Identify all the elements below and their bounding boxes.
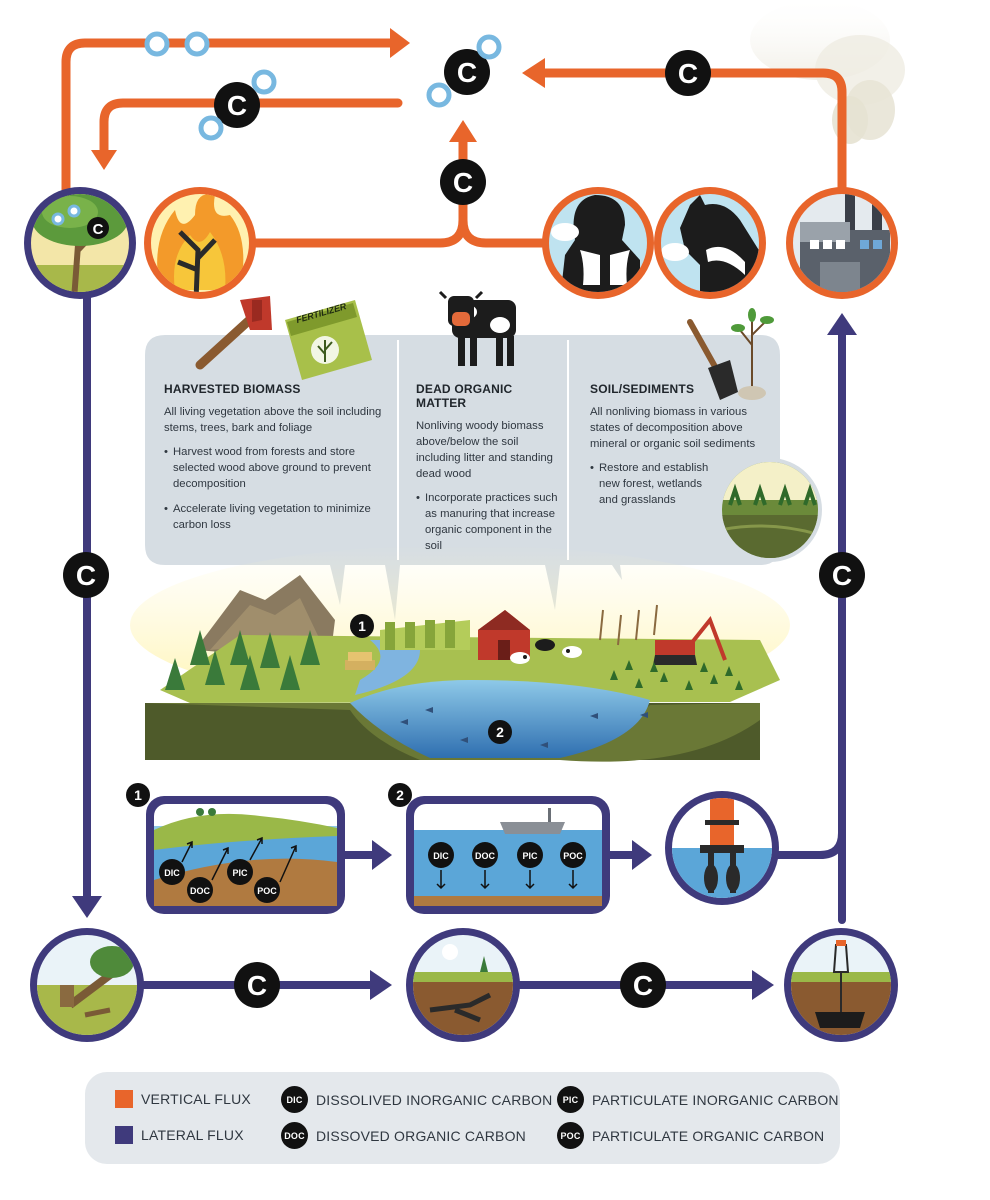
legend-poc: POC PARTICULATE ORGANIC CARBON [557, 1122, 824, 1149]
vertical-flux-arrows [61, 38, 847, 248]
dead-organic-matter-panel: DEAD ORGANIC MATTER Nonliving woody biom… [416, 382, 561, 563]
legend-vertical-flux: VERTICAL FLUX [115, 1090, 251, 1108]
legend-pic: PIC PARTICULATE INORGANIC CARBON [557, 1086, 839, 1113]
harvested-biomass-panel: HARVESTED BIOMASS All living vegetation … [164, 382, 384, 542]
legend-dic: DIC DISSOLIVED INORGANIC CARBON [281, 1086, 552, 1113]
info-panel [145, 335, 780, 620]
svg-text:C: C [93, 221, 104, 238]
marker-1-label: 1 [358, 618, 366, 634]
list-item: Harvest wood from forests and store sele… [164, 444, 384, 492]
legend-lateral-label: LATERAL FLUX [141, 1127, 244, 1143]
carbon-badge: C [444, 49, 490, 95]
svg-text:C: C [247, 970, 267, 1001]
runoff-poc: POC [257, 886, 277, 896]
landscape [130, 545, 790, 762]
dead-organic-matter-bullets: Incorporate practices such as manuring t… [416, 490, 561, 554]
legend-vertical-label: VERTICAL FLUX [141, 1091, 251, 1107]
svg-text:C: C [633, 970, 653, 1001]
fire-circle [144, 187, 256, 299]
marker-2-label: 2 [496, 724, 504, 740]
list-item: Accelerate living vegetation to minimize… [164, 501, 384, 533]
soil-sediments-bullets: Restore and establish new forest, wetlan… [590, 460, 710, 508]
tree-circle [24, 187, 136, 299]
marker-2-lower: 2 [388, 783, 412, 807]
dead-organic-matter-title: DEAD ORGANIC MATTER [416, 382, 513, 410]
svg-text:C: C [453, 167, 473, 198]
fallen-tree-circle [30, 928, 144, 1042]
legend-doc-label: DISSOVED ORGANIC CARBON [316, 1127, 526, 1144]
marker-2-lower-label: 2 [396, 787, 404, 803]
runoff-box [146, 796, 345, 914]
doc-badge: DOC [281, 1122, 308, 1149]
dic-badge: DIC [281, 1086, 308, 1113]
shovel-icon [687, 319, 738, 400]
legend: VERTICAL FLUX LATERAL FLUX DIC DISSOLIVE… [85, 1072, 840, 1164]
poc-badge: POC [557, 1122, 584, 1149]
lateral-flux-arrowheads [72, 313, 857, 1000]
legend-dic-label: DISSOLIVED INORGANIC CARBON [316, 1091, 553, 1108]
fertilizer-bag-icon [285, 300, 372, 380]
carbon-badge-small: C [93, 221, 104, 238]
list-item: Incorporate practices such as manuring t… [416, 490, 561, 554]
factory-circle [786, 187, 898, 299]
carbon-badge: C [819, 552, 865, 598]
soil-sediments-panel: SOIL/SEDIMENTS All nonliving biomass in … [590, 382, 760, 517]
legend-doc: DOC DISSOVED ORGANIC CARBON [281, 1122, 526, 1149]
ocean-box [406, 796, 610, 914]
lateral-flux-swatch [115, 1126, 133, 1144]
soil-sediments-title: SOIL/SEDIMENTS [590, 382, 695, 396]
ocean-poc: POC [563, 851, 583, 861]
carbon-badges: C C C C C C C C C [63, 49, 865, 1008]
oxygen-bubbles [144, 31, 502, 141]
svg-text:C: C [457, 57, 477, 88]
marker-1-lower-label: 1 [134, 787, 142, 803]
carbon-badge: C [440, 159, 486, 205]
marker-1-lower: 1 [126, 783, 150, 807]
legend-pic-label: PARTICULATE INORGANIC CARBON [592, 1091, 839, 1108]
buried-wood-circle [406, 928, 520, 1042]
sapling-icon [731, 308, 774, 400]
list-item: Restore and establish new forest, wetlan… [590, 460, 710, 508]
carbon-badge: C [234, 962, 280, 1008]
carbon-badge: C [665, 50, 711, 96]
cow-breathing-circle [654, 187, 766, 299]
legend-poc-label: PARTICULATE ORGANIC CARBON [592, 1127, 825, 1144]
runoff-pic: PIC [232, 868, 248, 878]
ocean-pic: PIC [522, 851, 538, 861]
carbon-badge: C [620, 962, 666, 1008]
svg-text:C: C [678, 58, 698, 89]
human-breathing-circle [542, 187, 654, 299]
marker-1: 1 [350, 614, 374, 638]
vertical-flux-swatch [115, 1090, 133, 1108]
ocean-arrows [436, 870, 578, 890]
harvested-biomass-bullets: Harvest wood from forests and store sele… [164, 444, 384, 533]
pic-badge: PIC [557, 1086, 584, 1113]
oil-well-circle [784, 928, 898, 1042]
ocean-badges: DIC DOC PIC POC [428, 842, 586, 868]
runoff-badges: DIC DOC PIC POC [159, 859, 280, 903]
marker-2: 2 [488, 720, 512, 744]
harvested-biomass-desc: All living vegetation above the soil inc… [164, 406, 382, 434]
runoff-doc: DOC [190, 886, 211, 896]
svg-text:C: C [832, 560, 852, 591]
runoff-arrows [181, 836, 297, 883]
ocean-dic: DIC [433, 851, 449, 861]
svg-text:C: C [76, 560, 96, 591]
axe-icon [195, 296, 272, 370]
vertical-flux-arrowheads [91, 28, 545, 170]
carbon-badge: C [63, 552, 109, 598]
runoff-dic: DIC [164, 868, 180, 878]
cow-icon [438, 290, 516, 366]
svg-text:C: C [227, 90, 247, 121]
ocean-doc: DOC [475, 851, 496, 861]
dead-organic-matter-desc: Nonliving woody biomass above/below the … [416, 420, 553, 480]
soil-sediments-desc: All nonliving biomass in various states … [590, 406, 756, 450]
harvested-biomass-title: HARVESTED BIOMASS [164, 382, 301, 396]
legend-lateral-flux: LATERAL FLUX [115, 1126, 244, 1144]
carbon-badge: C [214, 82, 260, 128]
oil-rig-circle [665, 791, 779, 905]
